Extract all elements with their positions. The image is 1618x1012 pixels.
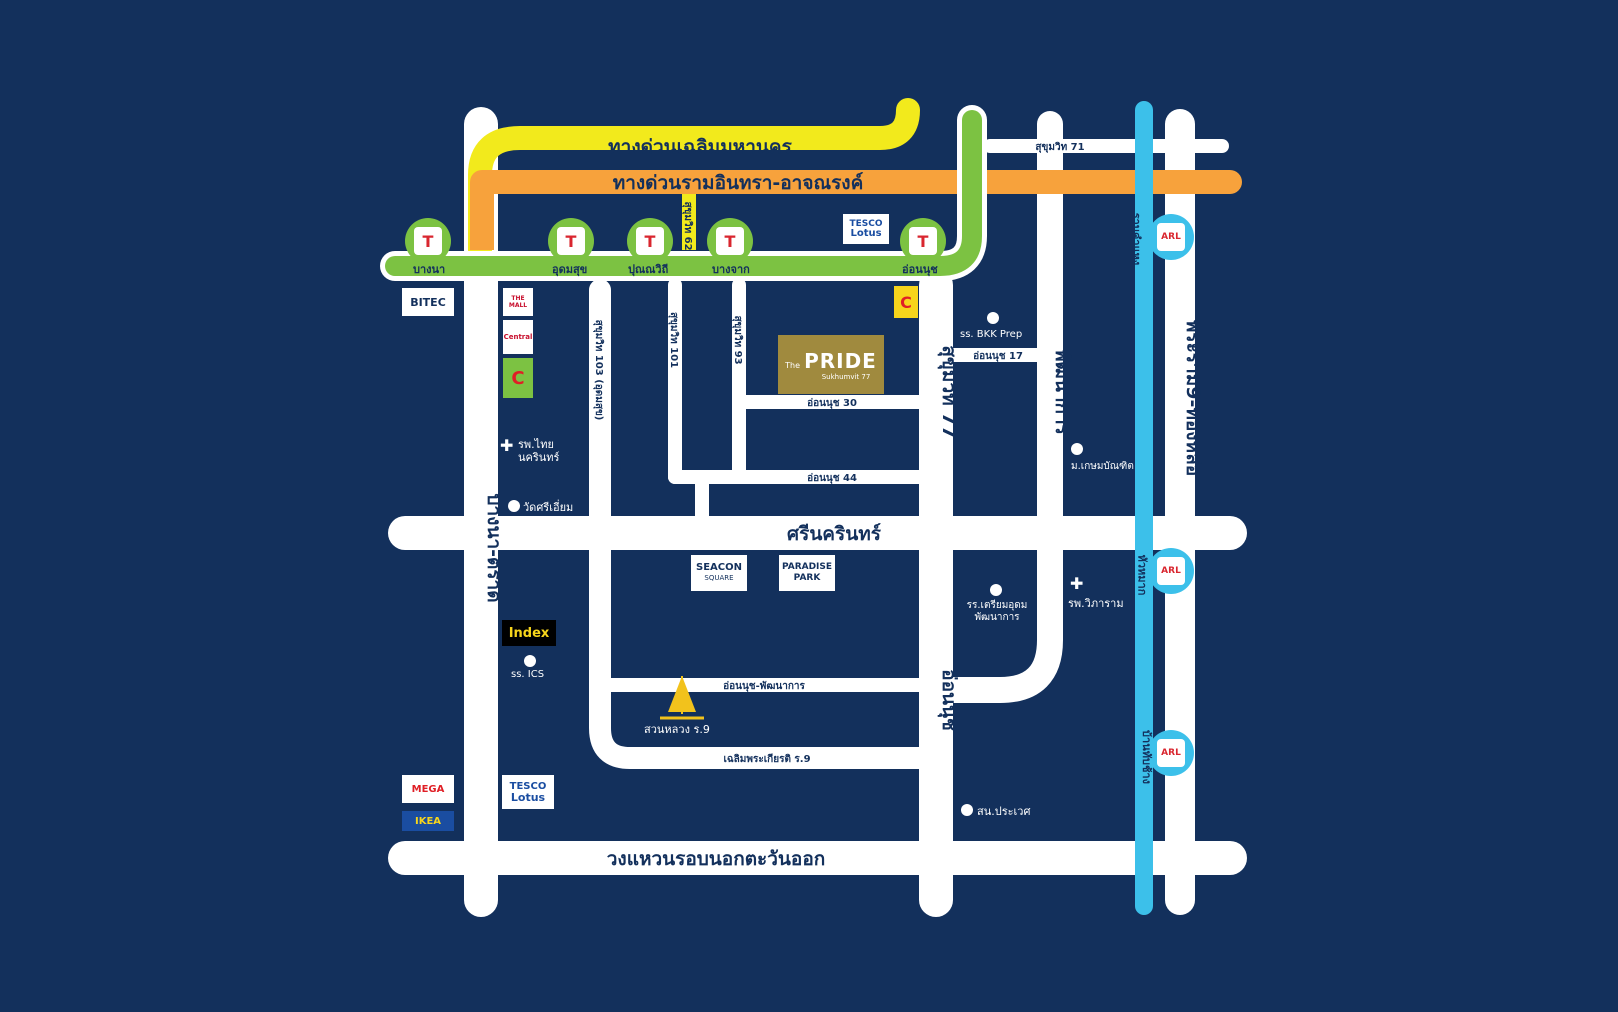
label-onnut17: อ่อนนุช 17 (973, 350, 1023, 362)
bts-icon: T (414, 227, 442, 255)
the-mall-logo: THE MALL (503, 288, 533, 316)
bigc-logo-2: C (503, 358, 533, 398)
central-logo: Central (503, 320, 533, 354)
train-icon: ARL (1157, 739, 1185, 767)
label-soi93: สุขุมวิท 93 (732, 315, 744, 364)
train-icon: ARL (1157, 557, 1185, 585)
ics-marker (524, 655, 536, 667)
kasem-marker (1071, 443, 1083, 455)
mega-logo: MEGA (402, 775, 454, 803)
bkk-prep-marker (987, 312, 999, 324)
label-thai-nakarin: รพ.ไทย นครินทร์ (518, 438, 560, 464)
bts-label-bangchak: บางจาก (712, 263, 750, 276)
label-sukhumvit77: สุขุมวิท 77 (937, 345, 960, 438)
bts-label-onnut: อ่อนนุช (902, 263, 938, 276)
train-icon: ARL (1157, 223, 1185, 251)
label-bkk-prep: ss. BKK Prep (960, 329, 1023, 340)
label-triam-udom: รร.เตรียมอุดม พัฒนาการ (966, 600, 1028, 623)
label-soi103: สุขุมวิท 103 (อุดมสุข) (593, 320, 605, 421)
bts-icon: T (716, 227, 744, 255)
arl-station-ban-thap-chang: ARL (1148, 730, 1194, 776)
bts-station-udomsuk: T (548, 218, 594, 264)
label-onnut30: อ่อนนุช 30 (807, 397, 857, 409)
index-logo: Index (502, 620, 556, 646)
bts-icon: T (636, 227, 664, 255)
arl-label-huamak: หัวหมาก (1135, 554, 1149, 596)
label-soi101: สุขุมวิท 101 (668, 312, 680, 368)
hospital-icon-2: ✚ (1070, 574, 1084, 593)
bts-icon: T (557, 227, 585, 255)
project-prefix: The (785, 360, 801, 370)
road-pattanakarn (937, 111, 1063, 703)
label-srinakarin: ศรีนครินทร์ (787, 523, 882, 545)
hospital-icon: ✚ (500, 436, 514, 455)
project-name: PRIDE (804, 348, 877, 373)
pavilion-icon (660, 676, 704, 720)
arl-station-ramkhamhaeng: ARL (1148, 214, 1194, 260)
bigc-logo: C (894, 286, 918, 318)
label-ics: ss. ICS (511, 669, 545, 680)
label-onnut: อ่อนนุช (937, 669, 960, 731)
ikea-logo: IKEA (402, 811, 454, 831)
expressway-chaloem (468, 98, 920, 262)
label-onnut44: อ่อนนุช 44 (807, 472, 857, 484)
label-ramintra-expressway: ทางด่วนรามอินทรา-อาจณรงค์ (613, 172, 864, 194)
bts-label-udomsuk: อุดมสุข (552, 263, 588, 276)
bts-station-bangna: T (405, 218, 451, 264)
arl-label-ramkhamhaeng: รามคำแหง (1129, 212, 1143, 266)
triam-udom-marker (990, 584, 1002, 596)
label-rama9-motorway: พระราม9-ทองหล่อ (1182, 320, 1204, 476)
label-vibharam: รพ.วิภาราม (1068, 597, 1124, 610)
label-prawet: สน.ประเวศ (977, 805, 1031, 818)
prawet-marker (961, 804, 973, 816)
label-suan-luang: สวนหลวง ร.9 (644, 723, 710, 736)
bts-station-punnawithi: T (627, 218, 673, 264)
bts-label-punnawithi: ปุณณวิถี (628, 263, 669, 276)
label-chaloem-expressway: ทางด่วนเฉลิมมหานคร (608, 136, 792, 158)
wat-sri-iam-marker (508, 500, 520, 512)
project-the-pride: The PRIDE Sukhumvit 77 (778, 335, 884, 394)
bts-station-onnut: T (900, 218, 946, 264)
project-sub: Sukhumvit 77 (821, 372, 871, 381)
label-onnut-pattanakarn: อ่อนนุช-พัฒนาการ (723, 680, 805, 692)
bitec-logo: BITEC (402, 288, 454, 316)
bts-station-bangchak: T (707, 218, 753, 264)
label-ring-road: วงแหวนรอบนอกตะวันออก (607, 848, 825, 870)
road-soi103 (589, 279, 947, 769)
bts-icon: T (909, 227, 937, 255)
label-soi62: สุขุมวิท 62 (682, 201, 694, 250)
label-kasem: ม.เกษมบัณฑิต (1071, 461, 1134, 472)
label-bangna-trat: บางนา-ตราด (483, 493, 505, 602)
label-soi71: สุขุมวิท 71 (1035, 141, 1084, 153)
label-pattanakarn: พัฒนาการ (1051, 349, 1073, 436)
arl-station-huamak: ARL (1148, 548, 1194, 594)
bts-label-bangna: บางนา (413, 263, 446, 276)
arl-label-ban-thap-chang: บ้านทับช้าง (1139, 730, 1153, 784)
label-wat-sri-iam: วัดศรีเอี่ยม (523, 501, 574, 514)
label-chaloem-r9: เฉลิมพระเกียรติ ร.9 (723, 753, 810, 765)
